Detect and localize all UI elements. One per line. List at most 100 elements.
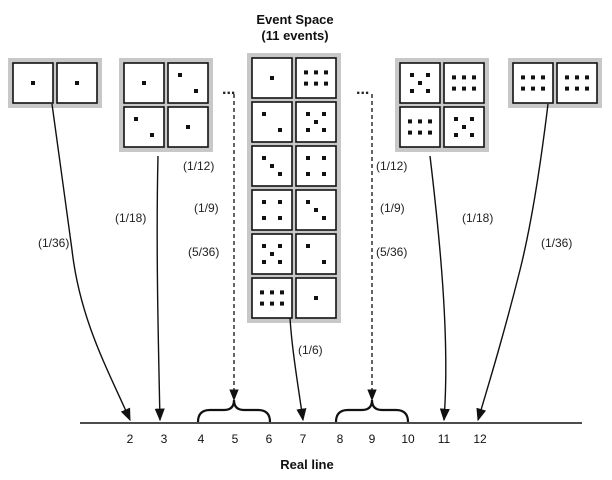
pip [472, 86, 476, 91]
pip [262, 112, 266, 116]
prob-label-sum-8: (5/36) [376, 245, 407, 259]
pip [278, 260, 282, 264]
pip [322, 216, 326, 220]
axis-tick-label: 11 [438, 432, 451, 446]
pip [262, 244, 266, 248]
pip [324, 81, 328, 86]
pip [270, 164, 274, 168]
die-face-1 [295, 277, 337, 319]
axis-tick-label: 9 [369, 432, 376, 446]
die-face-2 [167, 62, 209, 104]
arrow-sum-12 [476, 103, 549, 422]
die-face-1 [123, 62, 165, 104]
pip [314, 208, 318, 212]
die-face-1 [56, 62, 98, 104]
pip [470, 133, 474, 137]
pip [585, 75, 589, 80]
pip [322, 156, 326, 160]
arrow-sum-7 [289, 317, 307, 422]
pip [262, 216, 266, 220]
pip [418, 130, 422, 135]
pip [306, 128, 310, 132]
pip [410, 89, 414, 93]
axis-tick-label: 12 [473, 432, 487, 446]
prob-label-sum-12: (1/36) [541, 236, 572, 250]
pip [426, 89, 430, 93]
die-face-4 [295, 145, 337, 187]
pip [462, 86, 466, 91]
prob-label-sum-4: (1/12) [183, 159, 214, 173]
pip [142, 81, 146, 85]
pip [462, 75, 466, 80]
axis-label: Real line [280, 457, 334, 472]
prob-label-sum-3: (1/18) [115, 211, 146, 225]
pip [262, 200, 266, 204]
pip [280, 290, 284, 295]
pip [306, 156, 310, 160]
ellipsis-right: ... [356, 81, 369, 98]
pip [521, 86, 525, 91]
pip [454, 117, 458, 121]
pip [575, 86, 579, 91]
pip [278, 200, 282, 204]
axis-tick-label: 8 [337, 432, 344, 446]
pip [314, 70, 318, 75]
pip [314, 81, 318, 86]
pip [75, 81, 79, 85]
pip [531, 75, 535, 80]
pip [278, 172, 282, 176]
pip [541, 75, 545, 80]
pip [452, 75, 456, 80]
pip [280, 301, 284, 306]
prob-label-sum-9: (1/9) [380, 201, 405, 215]
die-face-6 [251, 277, 293, 319]
prob-label-sum-6: (5/36) [188, 245, 219, 259]
pip [408, 119, 412, 124]
die-face-6 [512, 62, 554, 104]
die-face-4 [251, 189, 293, 231]
die-face-3 [251, 145, 293, 187]
pip [278, 244, 282, 248]
die-face-2 [123, 106, 165, 148]
axis-tick-label: 6 [266, 432, 273, 446]
pip [322, 128, 326, 132]
pip [270, 76, 274, 80]
pip [314, 296, 318, 300]
die-face-1 [167, 106, 209, 148]
pip [324, 70, 328, 75]
pip [428, 119, 432, 124]
die-face-5 [251, 233, 293, 275]
pip [454, 133, 458, 137]
axis-tick-label: 10 [401, 432, 415, 446]
pip [575, 75, 579, 80]
die-face-3 [295, 189, 337, 231]
pip [314, 120, 318, 124]
pip [565, 75, 569, 80]
pip [150, 133, 154, 137]
event-box-sum-11 [395, 58, 489, 152]
pip [410, 73, 414, 77]
pip [178, 73, 182, 77]
pip [306, 172, 310, 176]
die-face-6 [399, 106, 441, 148]
pip [541, 86, 545, 91]
arrow-sum-2 [51, 103, 131, 422]
pip [565, 86, 569, 91]
pip [304, 70, 308, 75]
prob-label-sum-11: (1/18) [462, 211, 493, 225]
brace-sum-8-10 [334, 399, 410, 423]
pip [278, 128, 282, 132]
pip [304, 81, 308, 86]
axis-tick-label: 4 [198, 432, 205, 446]
pip [262, 260, 266, 264]
pip [585, 86, 589, 91]
event-space-title: Event Space (11 events) [230, 12, 360, 44]
pip [428, 130, 432, 135]
pip [260, 290, 264, 295]
event-box-sum-3 [119, 58, 213, 152]
pip [306, 112, 310, 116]
pip [270, 290, 274, 295]
pip [418, 119, 422, 124]
die-face-5 [443, 106, 485, 148]
